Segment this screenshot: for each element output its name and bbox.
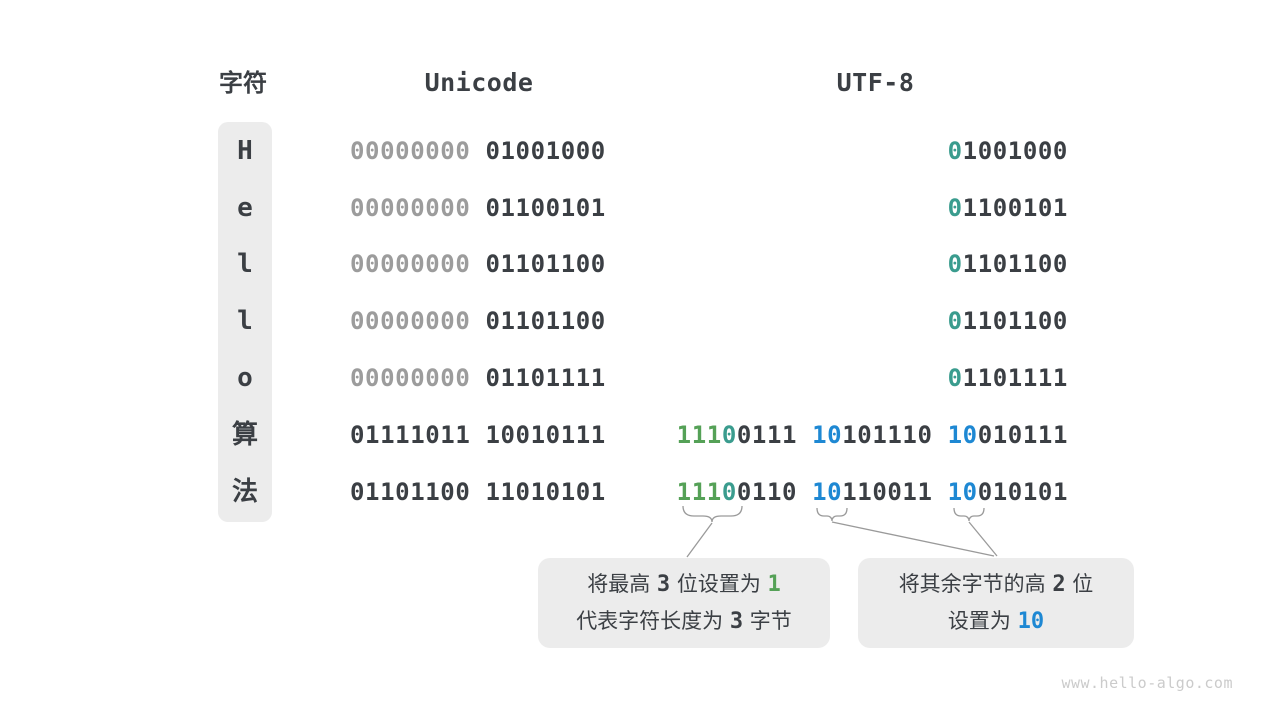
char-label-row-4: o: [237, 363, 253, 393]
char-label-row-5: 算: [231, 420, 258, 450]
watermark: www.hello-algo.com: [1061, 674, 1233, 692]
segment-blue: 10: [947, 478, 978, 506]
segment-dark: 010111: [977, 421, 1068, 449]
segment-dark: 1101100: [962, 307, 1068, 335]
unicode-binary-row-5: 01111011 10010111: [350, 418, 606, 452]
segment-teal: 0: [721, 478, 737, 506]
segment-gray: 00000000: [350, 364, 471, 392]
segment-dark: 0110: [736, 478, 813, 506]
utf8-binary-row-6: 11100110 10110011 10010101: [677, 475, 1068, 509]
unicode-binary-row-2: 00000000 01101100: [350, 247, 606, 281]
segment-blue: 10: [947, 421, 978, 449]
segment-gray: 00000000: [350, 137, 471, 165]
segment-gray: 00000000: [350, 307, 471, 335]
segment-dark: 1101111: [962, 364, 1068, 392]
segment-teal: 0: [721, 421, 737, 449]
segment-num: 2: [1052, 572, 1066, 597]
char-label-row-1: e: [237, 193, 253, 223]
segment-dark: 01101111: [470, 364, 606, 392]
segment-dark: 1101100: [962, 250, 1068, 278]
callout-0-line-1: 代表字符长度为 3 字节: [576, 603, 792, 640]
header-char: 字符: [219, 69, 267, 97]
segment-plain: 代表字符长度为: [576, 609, 730, 633]
segment-num-blue: 10: [1017, 609, 1045, 634]
segment-num: 3: [729, 609, 744, 634]
segment-num-green: 1: [767, 572, 781, 597]
segment-dark: 0111: [736, 421, 813, 449]
utf8-binary-row-0: 01001000: [948, 134, 1068, 168]
utf8-binary-row-4: 01101111: [948, 361, 1068, 395]
segment-dark: 01101100 11010101: [350, 478, 606, 506]
segment-teal: 0: [947, 307, 963, 335]
char-label-row-3: l: [237, 306, 253, 336]
segment-teal: 0: [947, 364, 963, 392]
underbrace-prefix-10-byte2: [816, 507, 848, 522]
segment-dark: 01111011 10010111: [350, 421, 606, 449]
utf8-binary-row-1: 01100101: [948, 191, 1068, 225]
utf8-binary-row-2: 01101100: [948, 247, 1068, 281]
segment-green: 111: [676, 421, 722, 449]
segment-green: 111: [676, 478, 722, 506]
segment-dark: 01101100: [470, 250, 606, 278]
unicode-binary-row-0: 00000000 01001000: [350, 134, 606, 168]
callout-1-line-1: 设置为 10: [948, 603, 1044, 640]
segment-dark: 01101100: [470, 307, 606, 335]
char-label-row-6: 法: [231, 477, 258, 507]
char-label-row-0: H: [237, 136, 253, 166]
utf8-binary-row-5: 11100111 10101110 10010111: [677, 418, 1068, 452]
header-unicode: Unicode: [424, 68, 534, 97]
leader-line-byte2-to-right-callout: [831, 521, 995, 557]
unicode-binary-row-1: 00000000 01100101: [350, 191, 606, 225]
unicode-binary-row-6: 01101100 11010101: [350, 475, 606, 509]
segment-plain: 位: [1065, 572, 1094, 596]
segment-dark: 110011: [842, 478, 948, 506]
callout-continuation-bits: 将其余字节的高 2 位设置为 10: [858, 558, 1134, 648]
segment-blue: 10: [812, 421, 843, 449]
segment-teal: 0: [947, 194, 963, 222]
char-label-row-2: l: [237, 249, 253, 279]
char-column-background: [218, 122, 272, 522]
segment-gray: 00000000: [350, 250, 471, 278]
utf8-binary-row-3: 01101100: [948, 304, 1068, 338]
segment-plain: 字节: [743, 609, 792, 633]
leader-line-byte3-to-right-callout: [968, 521, 998, 557]
segment-plain: 将其余字节的高: [898, 572, 1053, 596]
segment-dark: 101110: [842, 421, 948, 449]
header-utf8: UTF-8: [836, 68, 915, 97]
segment-dark: 01001000: [470, 137, 606, 165]
callout-1-line-0: 将其余字节的高 2 位: [899, 566, 1094, 603]
segment-dark: 010101: [977, 478, 1068, 506]
leader-line-to-left-callout: [686, 522, 713, 558]
segment-plain: 位设置为: [670, 572, 768, 596]
segment-teal: 0: [947, 137, 963, 165]
segment-gray: 00000000: [350, 194, 471, 222]
segment-blue: 10: [812, 478, 843, 506]
segment-teal: 0: [947, 250, 963, 278]
segment-plain: 将最高: [587, 572, 657, 596]
unicode-binary-row-3: 00000000 01101100: [350, 304, 606, 338]
callout-0-line-0: 将最高 3 位设置为 1: [587, 566, 781, 603]
segment-plain: 设置为: [947, 609, 1018, 633]
underbrace-prefix-10-byte3: [953, 507, 985, 522]
unicode-binary-row-4: 00000000 01101111: [350, 361, 606, 395]
segment-num: 3: [656, 572, 671, 597]
segment-dark: 1100101: [962, 194, 1068, 222]
segment-dark: 1001000: [962, 137, 1068, 165]
segment-dark: 01100101: [470, 194, 606, 222]
